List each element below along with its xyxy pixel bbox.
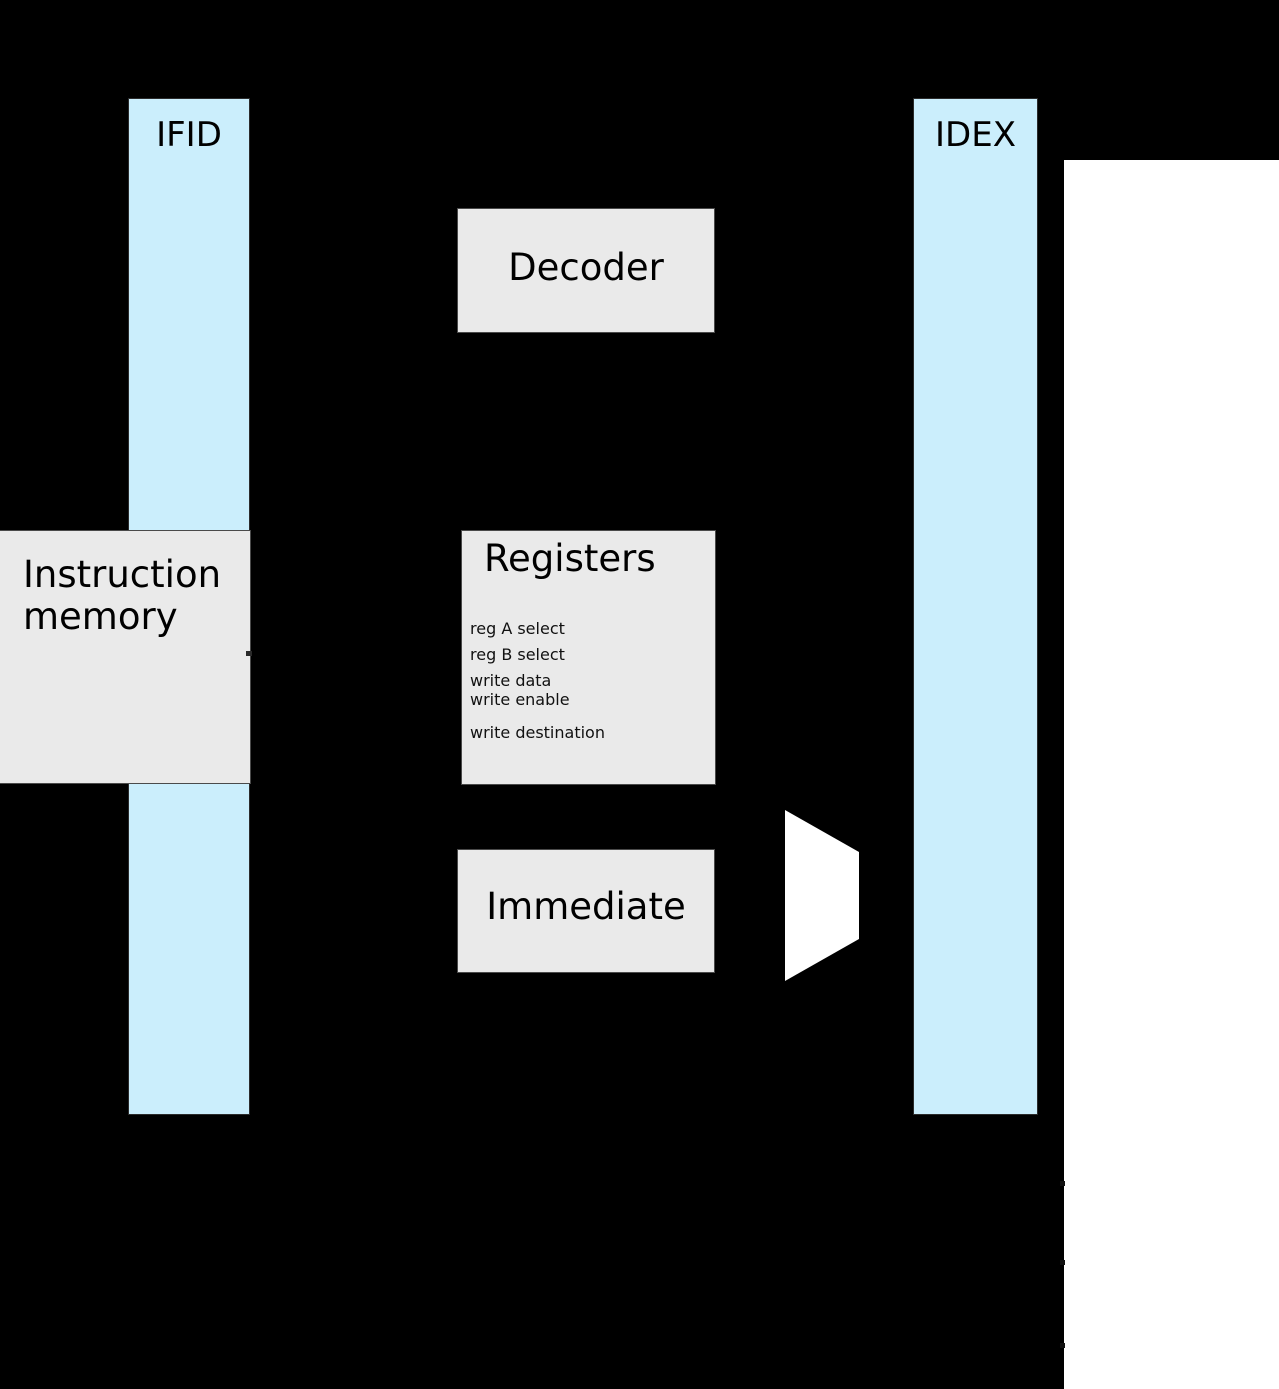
unit-registers[interactable]: Registers reg A select reg B select writ…: [461, 530, 716, 785]
registers-port-reg-b-select: reg B select: [470, 645, 565, 664]
registers-port-write-enable: write enable: [470, 690, 570, 709]
unit-instruction-memory-label: Instruction memory: [23, 553, 222, 638]
pipeline-register-idex-label: IDEX: [935, 115, 1016, 155]
registers-port-list: reg A select reg B select write data wri…: [470, 619, 709, 742]
unit-decoder-label: Decoder: [508, 246, 664, 289]
white-page-region: [1064, 160, 1279, 1389]
connector-stub-3: [1060, 1343, 1065, 1348]
pipeline-register-idex[interactable]: IDEX: [913, 98, 1038, 1115]
pipeline-register-ifid-label: IFID: [156, 115, 222, 155]
operand-mux-shape: [785, 810, 859, 981]
registers-port-reg-a-select: reg A select: [470, 619, 565, 638]
unit-registers-label: Registers: [484, 537, 656, 580]
unit-instruction-memory[interactable]: Instruction memory: [0, 530, 251, 784]
unit-decoder[interactable]: Decoder: [457, 208, 715, 333]
instruction-memory-output-stub: [246, 651, 252, 656]
registers-port-write-data: write data: [470, 671, 552, 690]
connector-stub-1: [1060, 1181, 1065, 1186]
registers-port-write-destination: write destination: [470, 723, 605, 742]
unit-immediate-label: Immediate: [486, 885, 686, 928]
operand-mux[interactable]: [783, 808, 861, 983]
connector-stub-2: [1060, 1260, 1065, 1265]
unit-immediate[interactable]: Immediate: [457, 849, 715, 973]
